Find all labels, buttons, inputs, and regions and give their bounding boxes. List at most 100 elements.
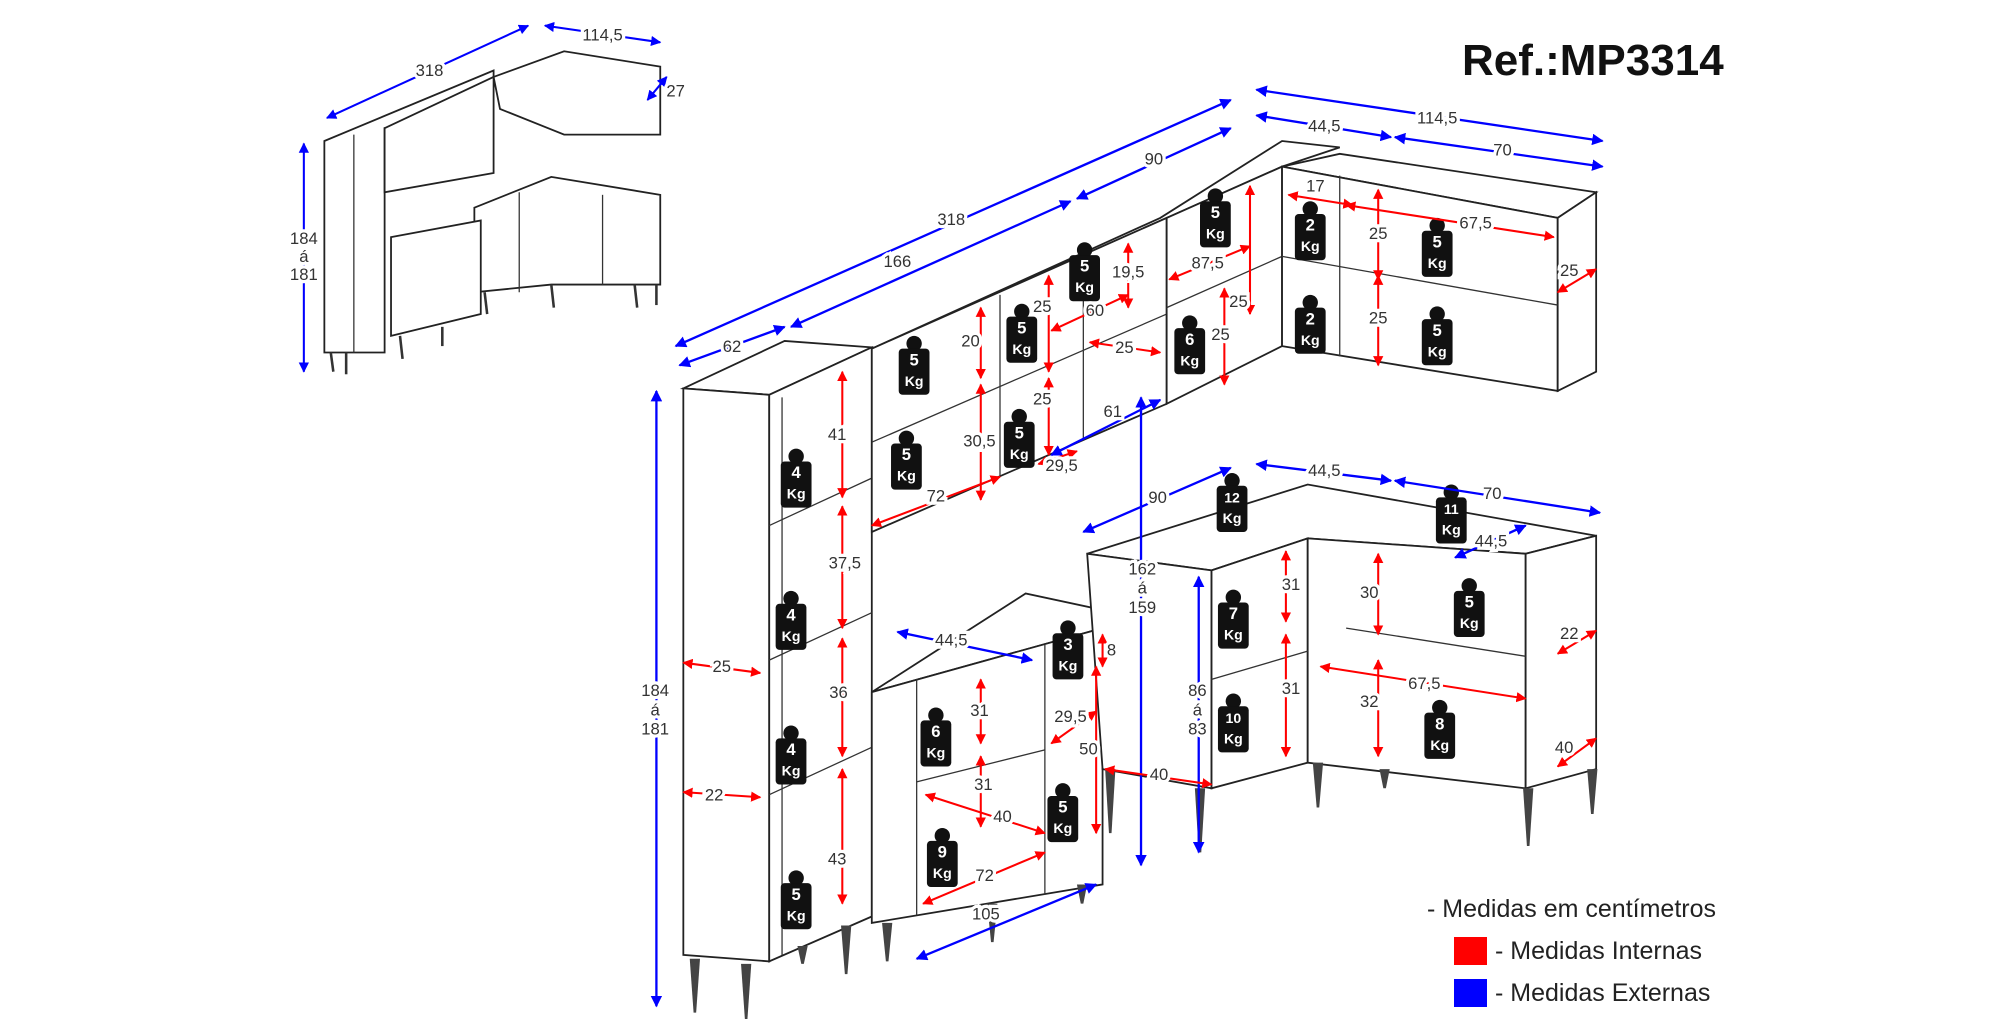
weight-icon: 5Kg <box>898 335 930 395</box>
weight-value: 11 <box>1444 501 1459 517</box>
weight-icon: 5Kg <box>1453 578 1485 638</box>
legend-units-note: - Medidas em centímetros <box>1427 894 1716 923</box>
weight-unit: Kg <box>1301 238 1320 254</box>
dimension-internal: 67,5 <box>1319 662 1527 703</box>
weight-value: 5 <box>1015 423 1024 442</box>
dimension-internal: 32 <box>1357 659 1384 758</box>
dimension-value: 31 <box>974 775 993 794</box>
legend-external-label: - Medidas Externas <box>1495 978 1711 1007</box>
dimension-external: 70 <box>1393 476 1602 517</box>
dimension-value: 30 <box>1360 583 1379 602</box>
weight-unit: Kg <box>1053 820 1072 836</box>
dimension-arrow <box>1050 710 1097 745</box>
dimension-internal: 25 <box>1226 184 1256 316</box>
weight-unit: Kg <box>926 745 945 761</box>
weight-value: 5 <box>1211 203 1220 222</box>
dimension-value: 19,5 <box>1112 262 1144 281</box>
dimension-internal: 19,5 <box>1109 242 1148 309</box>
dimension-value: 29,5 <box>1045 456 1077 475</box>
weight-value: 8 <box>1435 714 1444 733</box>
weight-unit: Kg <box>1206 225 1225 241</box>
dimension-value: 40 <box>1555 738 1574 757</box>
weight-unit: Kg <box>905 373 924 389</box>
dimension-internal: 25 <box>1366 274 1391 367</box>
weight-unit: Kg <box>782 628 801 644</box>
dimension-internal: 30 <box>1357 552 1384 636</box>
dimension-value: 22 <box>1560 624 1579 643</box>
dimension-value: 62 <box>723 337 742 356</box>
dimension-arrow <box>1556 629 1598 655</box>
dimension-value: 41 <box>828 425 847 444</box>
weight-icon: 4Kg <box>775 590 807 650</box>
dimension-internal: 25 <box>1366 188 1391 281</box>
weight-unit: Kg <box>1430 737 1449 753</box>
weight-unit: Kg <box>1010 446 1029 462</box>
dimension-value: 25 <box>1033 297 1052 316</box>
thumbnail-overview: 318 114,5 27 184 á 181 <box>287 21 688 375</box>
dimension-value: 29,5 <box>1054 707 1086 726</box>
corner-base-side <box>1086 552 1213 790</box>
dimension-value: 25 <box>1560 261 1579 280</box>
dimension-value: 22 <box>705 785 724 804</box>
dimension-arrow <box>870 475 1001 528</box>
dimension-internal: 40 <box>1104 762 1213 789</box>
weight-unit: Kg <box>1180 352 1199 368</box>
dimension-internal: 37,5 <box>825 505 864 630</box>
weight-unit: Kg <box>1059 657 1078 673</box>
dimension-value: 25 <box>1229 292 1248 311</box>
weight-value: 3 <box>1063 635 1072 654</box>
weight-icon: 5Kg <box>780 870 812 930</box>
dimension-internal: 22 <box>682 782 762 808</box>
dimension-external: 114,5 <box>1255 85 1604 146</box>
weight-value: 5 <box>1058 798 1067 817</box>
weight-value: 4 <box>792 463 802 482</box>
weight-value: 5 <box>902 445 911 464</box>
dimension-external: 44,5 <box>1255 458 1393 486</box>
dimension-value: 67,5 <box>1459 214 1491 233</box>
weight-icon: 8Kg <box>1424 699 1456 759</box>
dimension-arrow <box>1287 191 1354 209</box>
dimension-arrow <box>789 200 1072 328</box>
dimension-internal: 72 <box>870 475 1001 528</box>
dimension-value: 8 <box>1107 641 1116 660</box>
dimension-internal: 67,5 <box>1345 201 1555 241</box>
dimension-value: 40 <box>1150 765 1169 784</box>
dimension-arrow <box>915 883 1098 961</box>
dimension-arrow <box>1556 737 1597 768</box>
weight-value: 2 <box>1306 309 1315 328</box>
dimension-arrow <box>1050 293 1130 332</box>
dimension-value: 72 <box>975 866 994 885</box>
dimension-value: 31 <box>970 701 989 720</box>
dimension-arrow <box>922 851 1046 905</box>
tall-unit-front <box>768 345 873 963</box>
dimension-value: 25 <box>1369 309 1388 328</box>
weight-value: 7 <box>1229 604 1238 623</box>
dimension-value: 114,5 <box>1417 109 1457 128</box>
dimension-arrow <box>1082 466 1232 534</box>
weight-unit: Kg <box>787 486 806 502</box>
dimension-arrow <box>1255 111 1393 142</box>
weight-icon: 5Kg <box>1047 783 1079 843</box>
dimension-value: 40 <box>993 807 1012 826</box>
dimension-arrow <box>1168 244 1251 281</box>
dimension-internal: 25 <box>1208 287 1233 386</box>
dimension-value: 105 <box>972 905 1000 924</box>
thumbnail-dimension: 181 <box>290 265 318 284</box>
dimension-value: 31 <box>1282 679 1301 698</box>
weight-value: 5 <box>792 885 801 904</box>
reference-code: Ref.:MP3314 <box>1462 36 1724 85</box>
dimension-internal: 50 <box>1076 665 1102 835</box>
dimension-value: 37,5 <box>829 553 861 572</box>
dimension-internal: 31 <box>1279 633 1303 758</box>
weight-icon: 5Kg <box>1003 408 1035 468</box>
dimension-value: 50 <box>1079 739 1098 758</box>
weight-value: 5 <box>909 350 918 369</box>
dimension-internal: 40 <box>1552 735 1597 768</box>
weight-unit: Kg <box>782 762 801 778</box>
dimension-value: 44,5 <box>1308 461 1340 480</box>
